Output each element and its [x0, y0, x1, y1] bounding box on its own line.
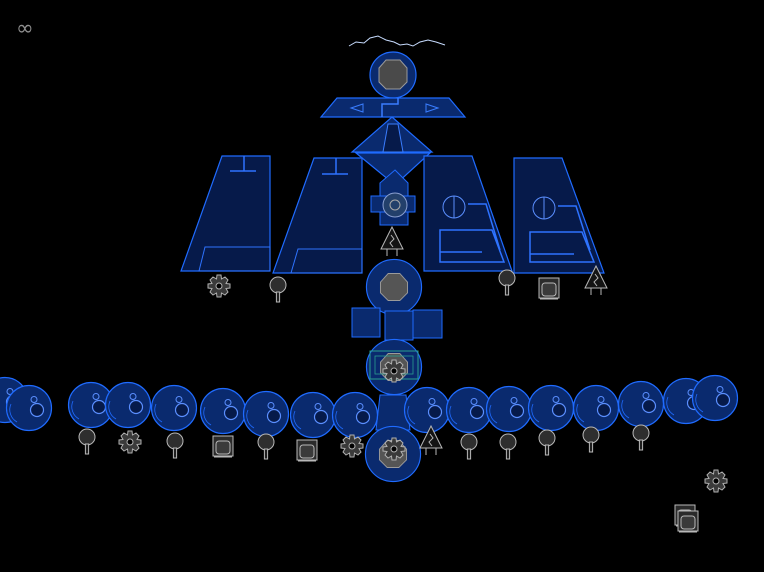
bulb-unit-icon [460, 433, 478, 460]
bulb-unit-icon [269, 276, 287, 303]
bulb-unit-icon [499, 433, 517, 460]
pod-13 [527, 384, 575, 432]
pod-7 [242, 390, 290, 438]
gear-unit-icon [207, 274, 231, 298]
lives-indicator: ∞ [16, 16, 34, 40]
spike-unit-icon [380, 226, 404, 257]
sensor-dome [369, 51, 417, 99]
pod-17 [691, 374, 739, 422]
pod-10 [403, 386, 451, 434]
wing-right-outer [513, 157, 605, 274]
pod-9 [331, 391, 379, 439]
pod-5 [150, 384, 198, 432]
wing-right-inner [423, 155, 513, 272]
wing-left-outer [180, 155, 271, 272]
gear-unit-icon [118, 430, 142, 454]
infinity-icon: ∞ [16, 13, 38, 43]
bulb-unit-icon [582, 426, 600, 453]
bulb-unit-icon [78, 428, 96, 455]
gear-unit-icon [382, 359, 406, 383]
pod-8 [289, 391, 337, 439]
cargo-blocks [351, 307, 443, 341]
gear-unit-icon [704, 469, 728, 493]
gear-unit-icon [340, 434, 364, 458]
pod-14 [572, 384, 620, 432]
crate-unit-icon [677, 510, 699, 533]
bulb-unit-icon [166, 432, 184, 459]
bulb-unit-icon [257, 433, 275, 460]
pod-11 [445, 386, 493, 434]
pod-6 [199, 387, 247, 435]
gear-unit-icon [382, 437, 406, 461]
crate-unit-icon [212, 435, 234, 458]
bulb-unit-icon [538, 429, 556, 456]
pod-ring [0, 374, 739, 439]
crate-unit-icon [538, 277, 560, 300]
central-spine [350, 116, 434, 226]
pod-12 [485, 385, 533, 433]
pod-4 [104, 381, 152, 429]
bulb-unit-icon [632, 424, 650, 451]
bulb-unit-icon [498, 269, 516, 296]
pod-2 [5, 384, 53, 432]
wing-left-inner [272, 157, 363, 274]
antenna-spark [348, 35, 446, 47]
crate-unit-icon [296, 439, 318, 462]
core-module-1 [365, 258, 423, 316]
bridge-bar [319, 97, 467, 118]
blue-space-station [180, 51, 605, 483]
pod-15 [617, 380, 665, 428]
